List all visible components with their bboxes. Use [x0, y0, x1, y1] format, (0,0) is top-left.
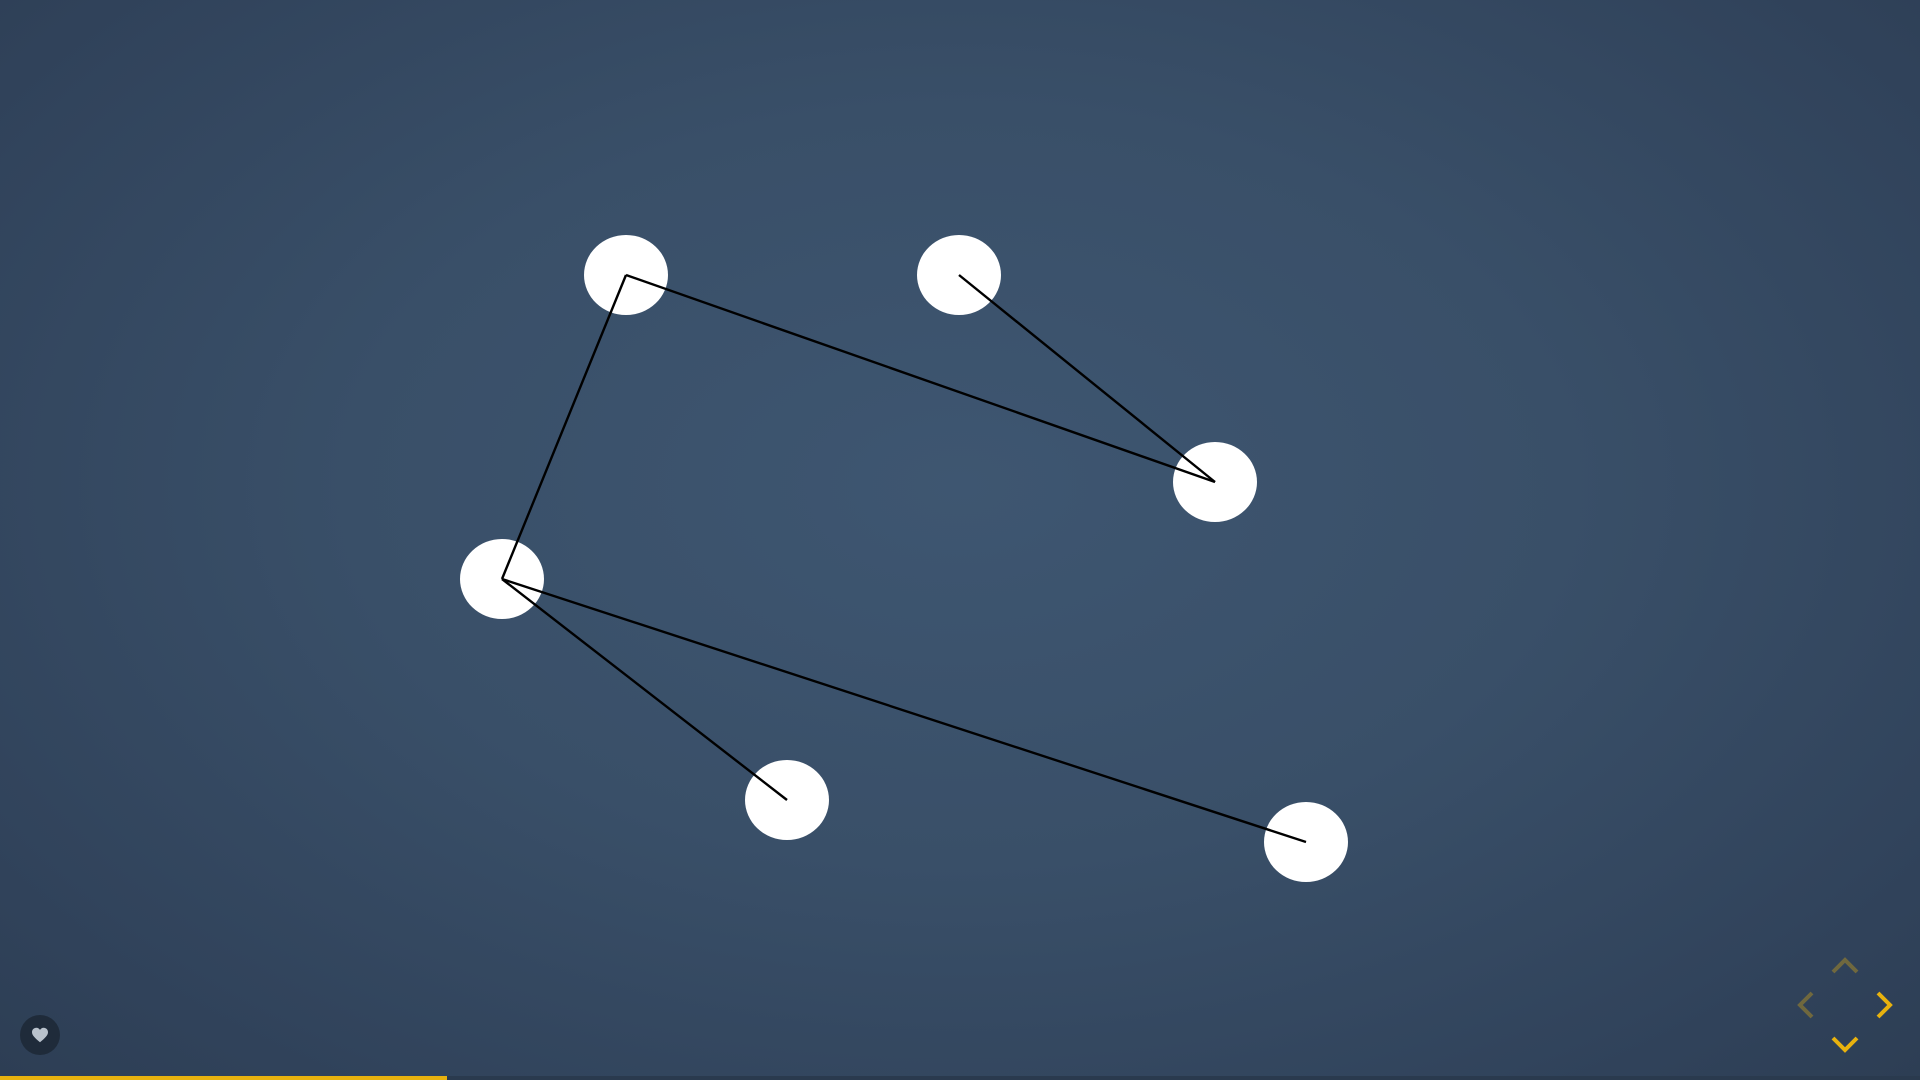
progress-bar [0, 1076, 1920, 1080]
chevron-right-icon [1876, 991, 1893, 1019]
chevron-up-icon [1831, 957, 1859, 974]
progress-bar-fill [0, 1076, 448, 1080]
nav-down-button[interactable] [1828, 1026, 1862, 1060]
heart-icon [32, 1027, 48, 1043]
heart-button[interactable] [20, 1015, 60, 1055]
diagram-edge-n1-n4 [500, 274, 628, 580]
diagram-edge-n4-n5 [501, 578, 788, 801]
navigation-controls [1790, 950, 1900, 1060]
chevron-left-icon [1797, 991, 1814, 1019]
diagram-edge-n4-n6 [501, 577, 1307, 844]
diagram-edge-n1-n3 [625, 273, 1216, 484]
nav-up-button[interactable] [1828, 950, 1862, 984]
nav-right-button[interactable] [1866, 988, 1900, 1022]
diagram-edges [500, 273, 1307, 844]
diagram-edge-n2-n3 [958, 274, 1216, 483]
chevron-down-icon [1831, 1036, 1859, 1053]
nav-left-button[interactable] [1790, 988, 1824, 1022]
diagram-nodes [460, 235, 1348, 882]
